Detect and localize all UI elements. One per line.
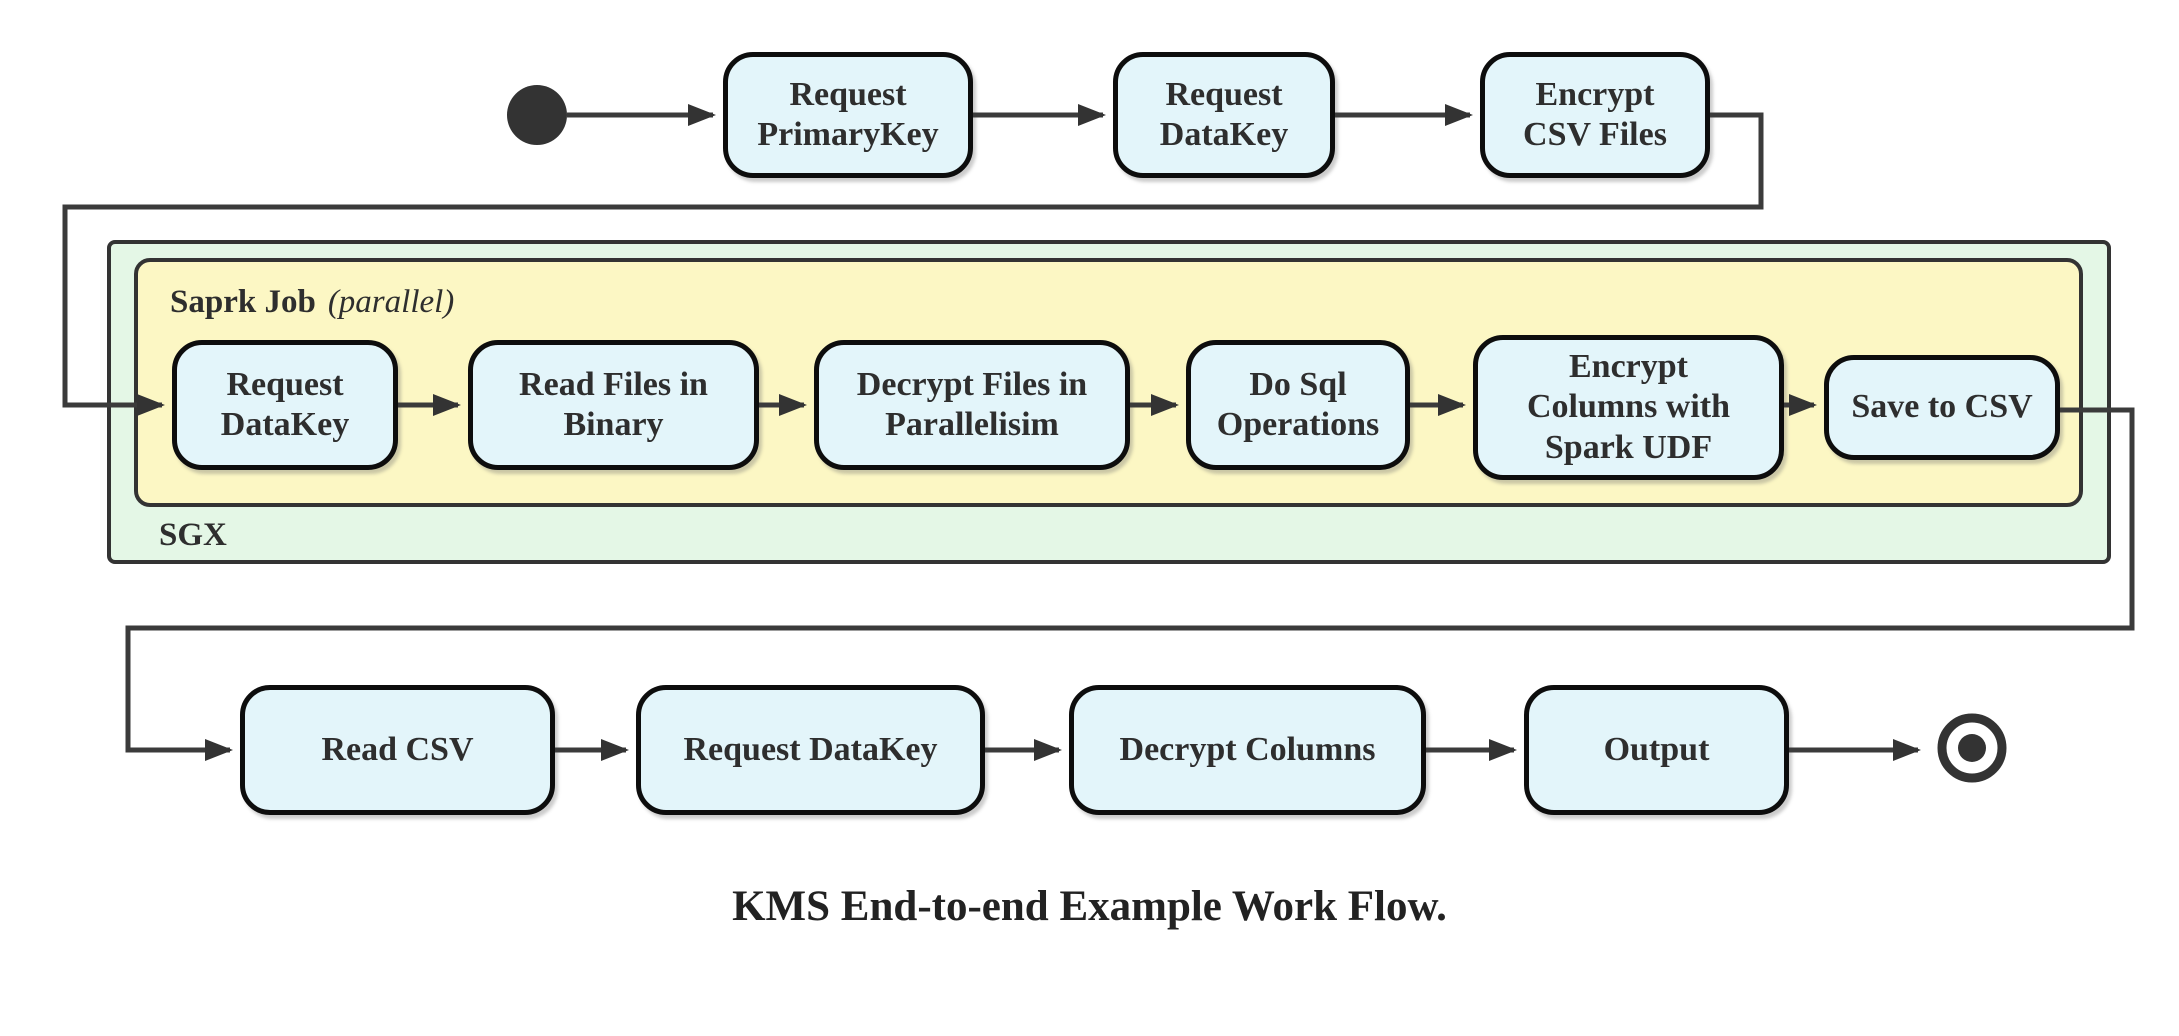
state-label: Request DataKey: [220, 365, 350, 443]
state-label: Decrypt Columns: [1119, 730, 1376, 768]
state-label: Read Files in Binary: [519, 365, 708, 443]
state-request-primarykey: Request PrimaryKey: [723, 52, 973, 178]
state-output: Output: [1524, 685, 1789, 815]
state-encrypt-columns-with-spark-udf: Encrypt Columns with Spark UDF: [1473, 335, 1784, 480]
state-label: Read CSV: [321, 730, 474, 768]
sgx-container-label: SGX: [159, 517, 227, 553]
state-read-files-in-binary: Read Files in Binary: [468, 340, 759, 470]
state-label: Request PrimaryKey: [757, 75, 939, 153]
state-request-datakey-top: Request DataKey: [1113, 52, 1335, 178]
diagram-title: KMS End-to-end Example Work Flow.: [732, 883, 1447, 930]
state-decrypt-files-in-parallelisim: Decrypt Files in Parallelisim: [814, 340, 1130, 470]
state-request-datakey-bottom: Request DataKey: [636, 685, 985, 815]
state-label: Request DataKey: [683, 730, 938, 768]
state-label: Encrypt Columns with Spark UDF: [1526, 348, 1731, 466]
state-do-sql-operations: Do Sql Operations: [1186, 340, 1410, 470]
end-state-icon: [1937, 713, 2007, 783]
state-label: Save to CSV: [1851, 388, 2033, 426]
state-label: Output: [1603, 730, 1710, 768]
start-state-icon: [507, 85, 567, 145]
spark-job-container-label: Saprk Job (parallel): [170, 284, 454, 321]
spark-job-label-text: Saprk Job: [170, 284, 316, 320]
state-decrypt-columns: Decrypt Columns: [1069, 685, 1426, 815]
state-label: Request DataKey: [1159, 75, 1289, 153]
state-save-to-csv: Save to CSV: [1824, 355, 2060, 460]
state-label: Decrypt Files in Parallelisim: [856, 365, 1088, 443]
spark-job-parallel-text: (parallel): [327, 284, 455, 320]
state-encrypt-csv-files: Encrypt CSV Files: [1480, 52, 1710, 178]
state-label: Encrypt CSV Files: [1523, 75, 1667, 153]
state-read-csv: Read CSV: [240, 685, 555, 815]
state-request-datakey-spark: Request DataKey: [172, 340, 398, 470]
state-label: Do Sql Operations: [1216, 365, 1380, 443]
